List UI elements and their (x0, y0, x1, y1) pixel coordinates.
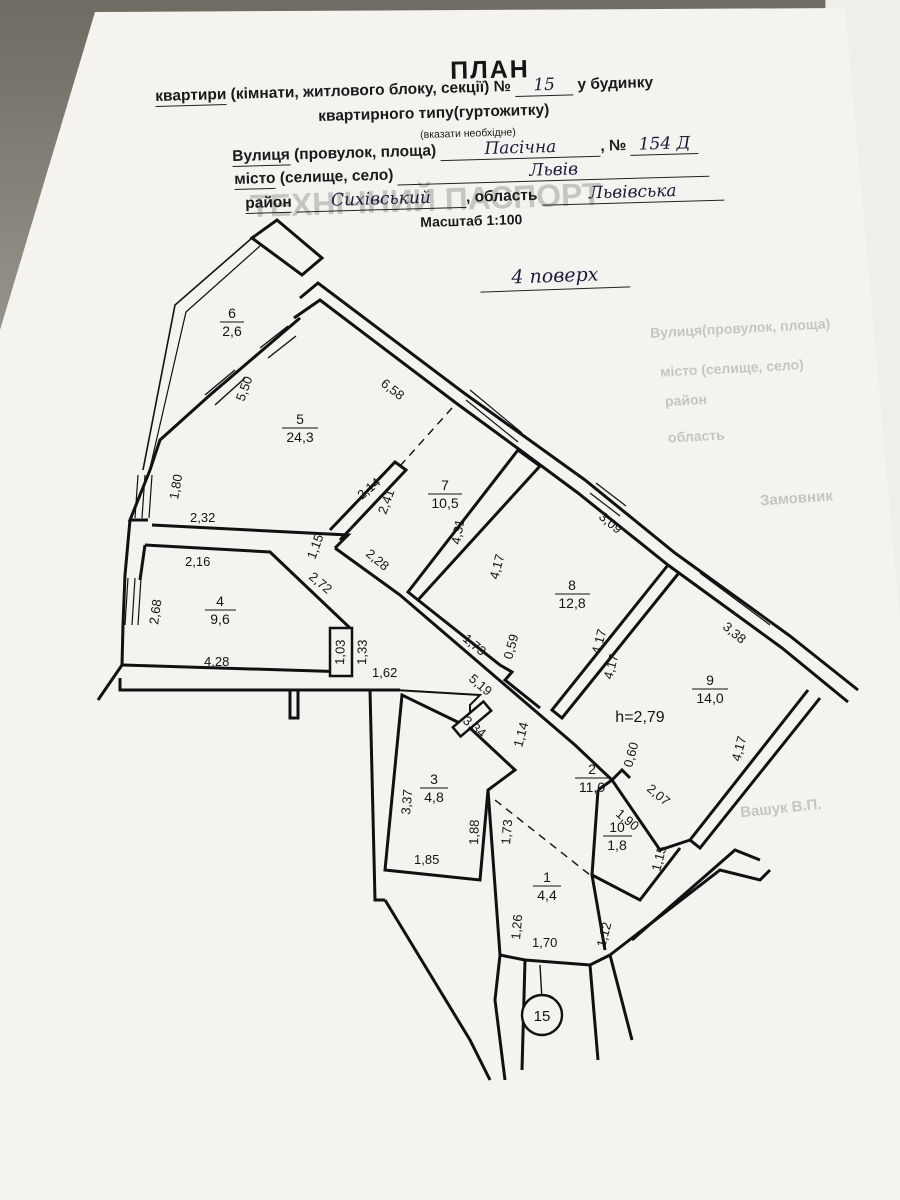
room-1-number: 1 (543, 869, 551, 885)
dim-label: 1,15 (304, 532, 327, 561)
room-5-number: 5 (296, 411, 304, 427)
dim-label: 4,31 (448, 518, 467, 546)
dim-label: 1,73 (498, 819, 515, 846)
dim-label: 0,60 (620, 740, 641, 768)
dim-label: 3,38 (720, 619, 749, 647)
dim-label: 4,17 (600, 652, 621, 680)
room-4-number: 4 (216, 593, 224, 609)
dim-label: 2,16 (185, 554, 210, 569)
room-4-area: 9,6 (210, 611, 230, 627)
dim-label: 1,33 (354, 639, 370, 665)
room-8-area: 12,8 (558, 595, 585, 611)
dim-label: 0,59 (500, 632, 521, 660)
room-7-number: 7 (441, 477, 449, 493)
room-8-number: 8 (568, 577, 576, 593)
dim-label: 2,28 (363, 546, 392, 574)
dim-label: 1,80 (166, 473, 185, 501)
dim-label: 4,28 (204, 654, 229, 669)
dimension-labels: 5,50 6,58 1,80 2,32 2,14 2,41 4,31 1,15 … (146, 374, 749, 950)
dim-label: 6,58 (378, 376, 407, 403)
dim-label: 5,50 (233, 374, 256, 403)
dim-label: 1,88 (466, 819, 482, 845)
dim-label: 1,70 (532, 935, 557, 950)
room-3-area: 4,8 (424, 789, 444, 805)
room-9-area: 14,0 (696, 690, 723, 706)
room-10-number: 10 (609, 819, 625, 835)
room-9-number: 9 (706, 672, 714, 688)
room-6-number: 6 (228, 305, 236, 321)
ceiling-height: h=2,79 (615, 709, 664, 726)
dim-label: 3,37 (398, 789, 415, 816)
dim-label: 2,41 (375, 487, 398, 516)
dim-label: 2,68 (146, 598, 164, 625)
dim-label: 2,07 (644, 781, 673, 809)
dim-label: 1,15 (648, 844, 669, 872)
door-markers (328, 626, 493, 739)
dim-label: 3,09 (596, 509, 625, 537)
dim-label: 4,17 (588, 627, 609, 655)
dim-label: 1,85 (414, 852, 439, 867)
entrance-marker: 15 (520, 964, 564, 1037)
dim-label: 2,32 (190, 510, 215, 525)
room-7-area: 10,5 (431, 495, 458, 511)
dim-label: 4,17 (486, 552, 507, 580)
dim-label: 1,03 (332, 639, 348, 665)
entrance-number: 15 (534, 1008, 551, 1025)
dim-label: 4,17 (728, 734, 749, 762)
room-6-area: 2,6 (222, 323, 242, 339)
dim-label: 1,14 (510, 720, 531, 748)
room-labels: 6 2,6 5 24,3 7 10,5 8 12,8 4 9,6 9 14,0 … (205, 305, 728, 903)
room-3-number: 3 (430, 771, 438, 787)
room-2-number: 2 (588, 761, 596, 777)
dim-label: 1,62 (372, 665, 397, 680)
room-10-area: 1,8 (607, 837, 627, 853)
room-1-area: 4,4 (537, 887, 557, 903)
dim-label: 1,12 (593, 920, 614, 948)
dim-label: 1,26 (508, 914, 525, 941)
room-5-area: 24,3 (286, 429, 313, 445)
room-2-area: 11,0 (579, 779, 605, 795)
